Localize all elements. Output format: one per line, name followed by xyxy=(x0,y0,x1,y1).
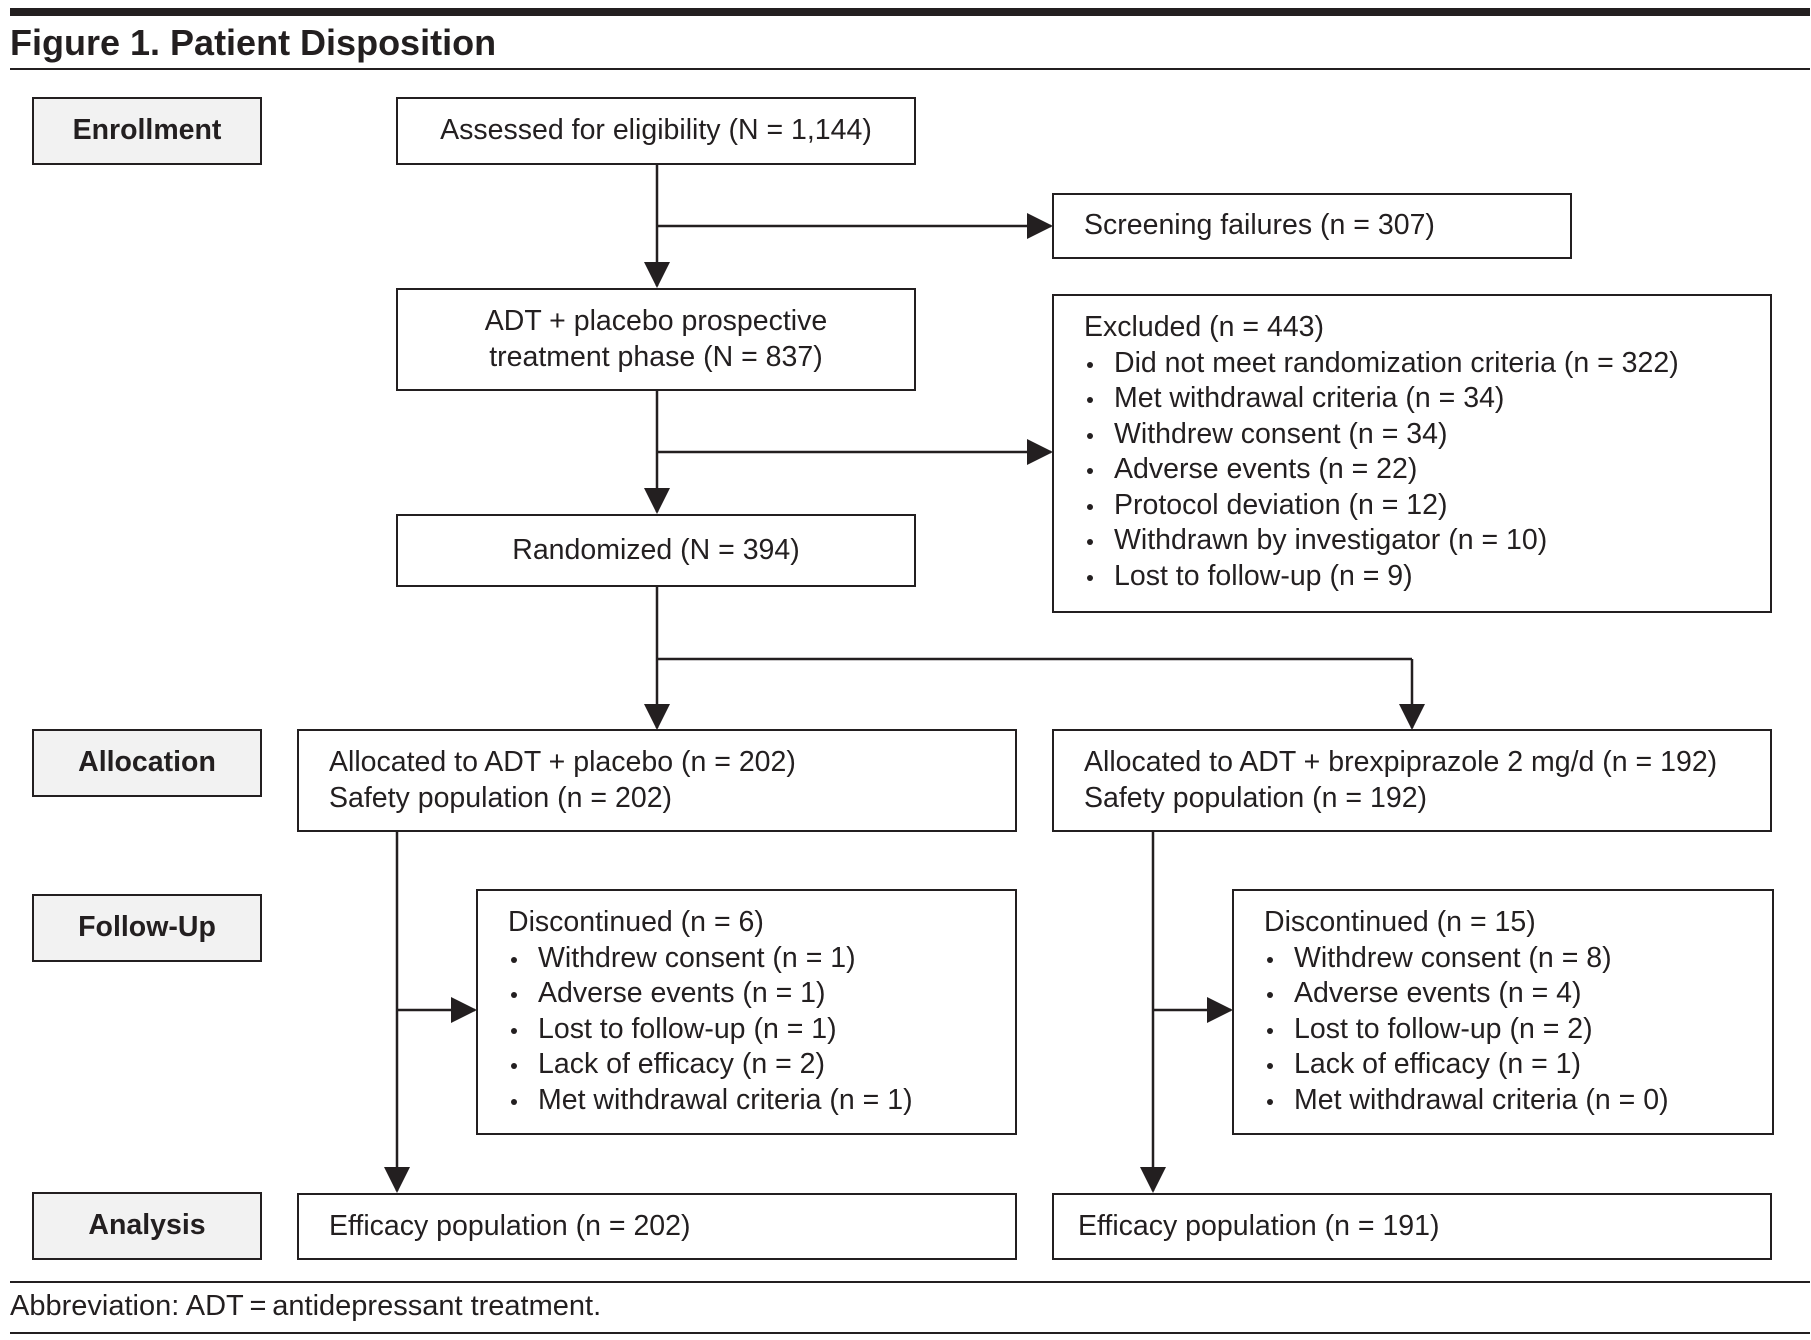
list-item: Protocol deviation (n = 12) xyxy=(1084,488,1770,524)
placebo-arm-line-1: Allocated to ADT + placebo (n = 202) xyxy=(329,746,796,778)
list-item: Met withdrawal criteria (n = 1) xyxy=(508,1083,1015,1119)
list-item: Lack of efficacy (n = 2) xyxy=(508,1047,1015,1083)
list-item: Did not meet randomization criteria (n =… xyxy=(1084,346,1770,382)
randomized-box: Randomized (N = 394) xyxy=(396,514,916,587)
list-item: Withdrew consent (n = 8) xyxy=(1264,941,1772,977)
brex-arm-line-2: Safety population (n = 192) xyxy=(1084,781,1428,814)
figure-title: Figure 1. Patient Disposition xyxy=(10,22,497,63)
list-item: Adverse events (n = 4) xyxy=(1264,976,1772,1012)
placebo-efficacy-text: Efficacy population (n = 202) xyxy=(329,1209,691,1242)
stage-label-enrollment: Enrollment xyxy=(32,97,262,165)
placebo-discontinued-heading: Discontinued (n = 6) xyxy=(508,906,764,938)
randomized-text: Randomized (N = 394) xyxy=(512,533,800,566)
prospective-phase-box: ADT + placebo prospective treatment phas… xyxy=(396,288,916,391)
placebo-arm-box: Allocated to ADT + placebo (n = 202) Saf… xyxy=(297,729,1017,832)
prospective-line-1: ADT + placebo prospective xyxy=(484,305,828,337)
brex-discontinued-reasons-list: Withdrew consent (n = 8) Adverse events … xyxy=(1264,941,1772,1119)
placebo-discontinued-reasons-list: Withdrew consent (n = 1) Adverse events … xyxy=(508,941,1015,1119)
stage-label-analysis: Analysis xyxy=(32,1192,262,1260)
screening-failures-text: Screening failures (n = 307) xyxy=(1084,209,1435,242)
excluded-heading: Excluded (n = 443) xyxy=(1084,311,1325,343)
list-item: Adverse events (n = 22) xyxy=(1084,452,1770,488)
placebo-discontinued-box: Discontinued (n = 6) Withdrew consent (n… xyxy=(476,889,1017,1135)
stage-label-allocation: Allocation xyxy=(32,729,262,797)
footnote: Abbreviation: ADT = antidepressant treat… xyxy=(10,1290,602,1322)
placebo-efficacy-box: Efficacy population (n = 202) xyxy=(297,1193,1017,1260)
brex-discontinued-box: Discontinued (n = 15) Withdrew consent (… xyxy=(1232,889,1774,1135)
list-item: Withdrew consent (n = 34) xyxy=(1084,417,1770,453)
list-item: Lack of efficacy (n = 1) xyxy=(1264,1047,1772,1083)
list-item: Withdrew consent (n = 1) xyxy=(508,941,1015,977)
list-item: Withdrawn by investigator (n = 10) xyxy=(1084,523,1770,559)
top-rule xyxy=(10,8,1810,16)
list-item: Lost to follow-up (n = 9) xyxy=(1084,559,1770,595)
assessed-box: Assessed for eligibility (N = 1,144) xyxy=(396,97,916,165)
screening-failures-box: Screening failures (n = 307) xyxy=(1052,193,1572,259)
excluded-reasons-list: Did not meet randomization criteria (n =… xyxy=(1084,346,1770,595)
list-item: Lost to follow-up (n = 1) xyxy=(508,1012,1015,1048)
brex-efficacy-box: Efficacy population (n = 191) xyxy=(1052,1193,1772,1260)
list-item: Met withdrawal criteria (n = 34) xyxy=(1084,381,1770,417)
placebo-arm-line-2: Safety population (n = 202) xyxy=(329,781,673,814)
brex-arm-box: Allocated to ADT + brexpiprazole 2 mg/d … xyxy=(1052,729,1772,832)
list-item: Met withdrawal criteria (n = 0) xyxy=(1264,1083,1772,1119)
stage-label-follow-up: Follow-Up xyxy=(32,894,262,962)
assessed-text: Assessed for eligibility (N = 1,144) xyxy=(440,114,872,147)
brex-efficacy-text: Efficacy population (n = 191) xyxy=(1078,1209,1440,1242)
excluded-box: Excluded (n = 443) Did not meet randomiz… xyxy=(1052,294,1772,613)
brex-arm-line-1: Allocated to ADT + brexpiprazole 2 mg/d … xyxy=(1084,746,1718,778)
list-item: Lost to follow-up (n = 2) xyxy=(1264,1012,1772,1048)
title-underline xyxy=(10,68,1810,70)
prospective-line-2: treatment phase (N = 837) xyxy=(489,340,823,373)
brex-discontinued-heading: Discontinued (n = 15) xyxy=(1264,906,1536,938)
bottom-rule xyxy=(10,1332,1810,1334)
list-item: Adverse events (n = 1) xyxy=(508,976,1015,1012)
footnote-rule xyxy=(10,1281,1810,1283)
